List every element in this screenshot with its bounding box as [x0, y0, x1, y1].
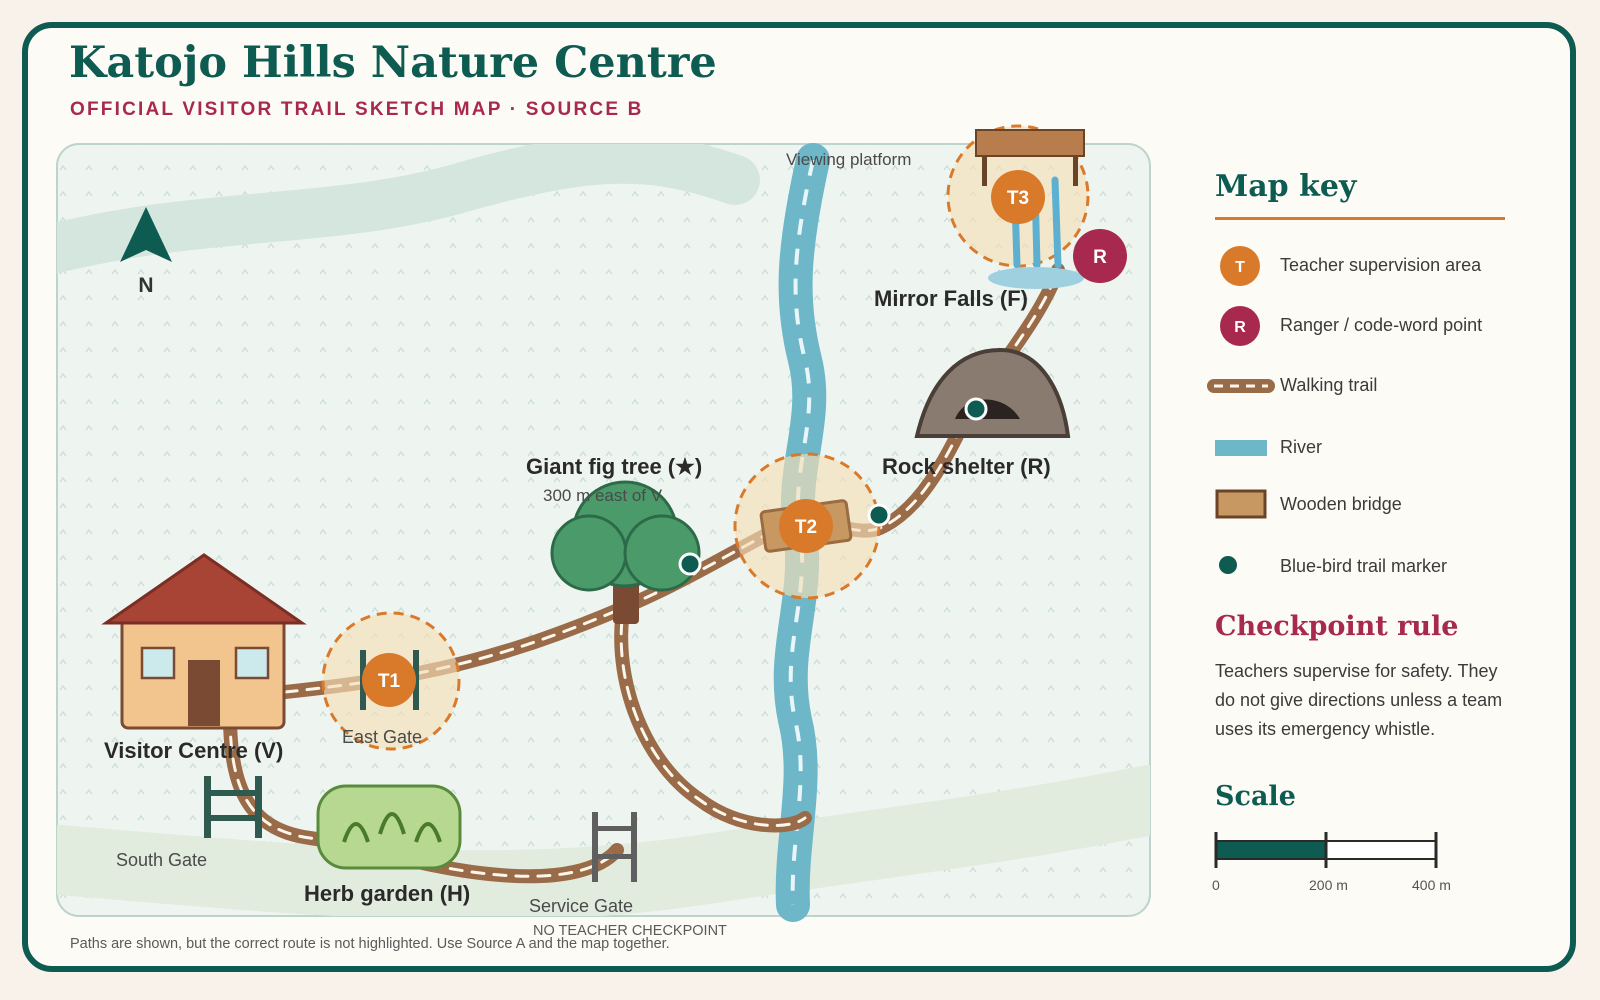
label-viewing-platform: Viewing platform [786, 150, 911, 169]
scale-label-0: 0 [1212, 877, 1220, 893]
legend-label-teacher: Teacher supervision area [1280, 255, 1482, 275]
herb-garden-icon [316, 784, 462, 870]
legend-label-bridge: Wooden bridge [1280, 494, 1402, 514]
ranger-badge: R [1073, 229, 1127, 283]
legend-label-river: River [1280, 437, 1323, 457]
label-fig-tree-note: 300 m east of V [543, 486, 663, 505]
south-gate-icon [204, 776, 262, 838]
svg-text:T3: T3 [1007, 188, 1029, 209]
service-gate-icon [592, 812, 637, 882]
mirror-falls-icon [975, 129, 1085, 289]
legend-divider [1215, 217, 1505, 220]
north-label: N [138, 274, 153, 297]
svg-text:T: T [1235, 259, 1245, 276]
teacher-badge-t3: T3 [991, 170, 1045, 224]
page-title: Katojo Hills Nature Centre [69, 38, 717, 88]
bluebird-marker-bridge [867, 503, 891, 527]
scale-label-200: 200 m [1309, 877, 1348, 893]
label-rock-shelter: Rock shelter (R) [882, 454, 1051, 479]
svg-text:T2: T2 [795, 517, 817, 538]
scale-title: Scale [1215, 781, 1296, 812]
svg-text:R: R [1093, 247, 1107, 268]
rock-shelter-icon [914, 347, 1071, 438]
legend-label-ranger: Ranger / code-word point [1280, 315, 1483, 335]
label-service-gate-note: NO TEACHER CHECKPOINT [533, 923, 727, 939]
hill-band-top [57, 144, 760, 277]
checkpoint-rule-text: Teachers supervise for safety. They do n… [1215, 661, 1503, 739]
label-east-gate: East Gate [342, 727, 422, 747]
teacher-badge-t1: T1 [362, 653, 416, 707]
page-subtitle: OFFICIAL VISITOR TRAIL SKETCH MAP · SOUR… [70, 99, 644, 120]
svg-text:T1: T1 [378, 671, 401, 692]
bluebird-marker-shelter [964, 397, 988, 421]
legend-river-icon [1215, 440, 1267, 456]
label-visitor-centre: Visitor Centre (V) [104, 738, 283, 763]
map-footnote: Paths are shown, but the correct route i… [70, 936, 670, 952]
fig-tree-icon [550, 480, 701, 624]
north-arrow-icon [120, 207, 172, 262]
label-mirror-falls: Mirror Falls (F) [874, 286, 1028, 311]
legend-title: Map key [1215, 169, 1357, 204]
bluebird-marker-fig [678, 552, 702, 576]
legend-teacher-icon: T [1220, 246, 1260, 286]
legend-label-trail: Walking trail [1280, 375, 1378, 395]
legend-bridge-icon [1215, 489, 1267, 519]
scale-label-400: 400 m [1412, 877, 1451, 893]
legend-label-marker: Blue-bird trail marker [1280, 556, 1448, 576]
checkpoint-rule-title: Checkpoint rule [1215, 611, 1459, 642]
label-service-gate: Service Gate [529, 896, 633, 916]
label-south-gate: South Gate [116, 850, 207, 870]
legend-ranger-icon: R [1220, 306, 1260, 346]
label-herb-garden: Herb garden (H) [304, 881, 470, 906]
teacher-badge-t2: T2 [779, 499, 833, 553]
legend-marker-icon [1219, 556, 1237, 574]
scale-bar [1214, 832, 1438, 868]
hill-band-bottom [57, 765, 1150, 916]
label-fig-tree: Giant fig tree (★) [526, 454, 702, 479]
svg-text:R: R [1234, 319, 1246, 336]
visitor-centre-icon [101, 553, 307, 730]
